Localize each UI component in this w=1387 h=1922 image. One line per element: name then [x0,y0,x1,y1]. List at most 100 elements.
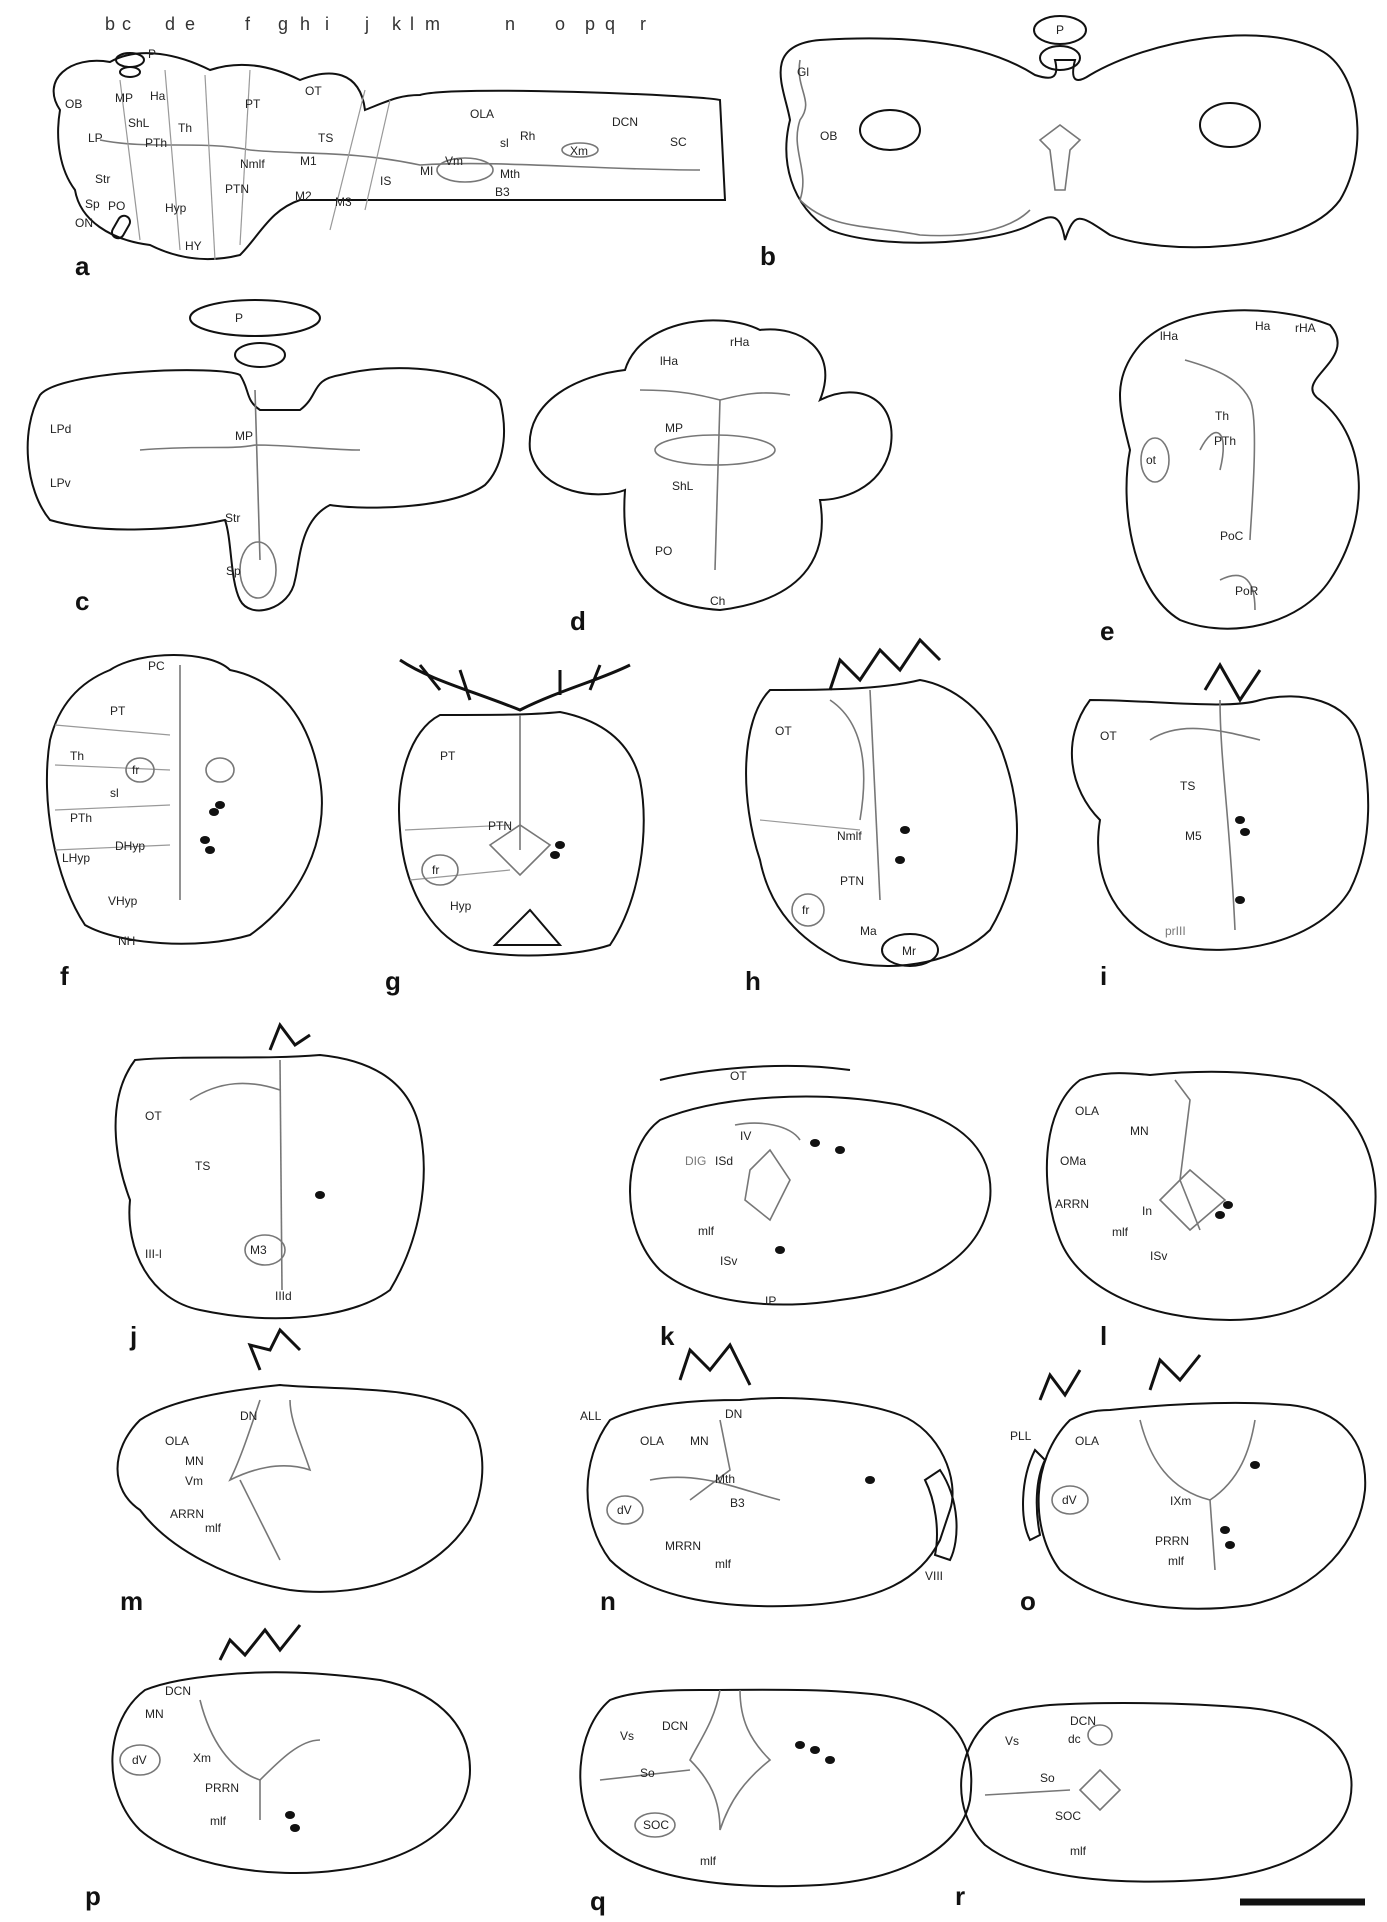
panel-r-labels: Vs DCN dc So SOC mlf [1005,1714,1096,1858]
panel-c-labels: P LPd LPv MP Str Sp [50,311,253,578]
region-label: dV [132,1753,147,1767]
region-label: PTh [1214,434,1236,448]
panel-a-labels: P OB MP Ha PT OT ShL LP Th TS OLA Rh DCN… [65,47,687,253]
region-label: VHyp [108,894,138,908]
region-label: lHa [1160,329,1178,343]
panel-letter: r [955,1881,965,1911]
region-label: OT [730,1069,747,1083]
level-letter: i [325,14,329,34]
region-label: mlf [1112,1225,1129,1239]
region-label: LPv [50,476,71,490]
region-label: Mth [715,1472,735,1486]
region-label: mlf [205,1521,222,1535]
region-label: III-l [145,1247,162,1261]
level-letter: k [392,14,402,34]
level-letter: n [505,14,515,34]
region-label: ISv [1150,1249,1167,1263]
panel-letter: m [120,1586,143,1616]
region-label: In [1142,1204,1152,1218]
region-label: Th [70,749,84,763]
region-label: PT [110,704,126,718]
region-label: MN [1130,1124,1149,1138]
panel-p: DCN MN dV Xm PRRN mlf p [85,1625,470,1911]
region-label: mlf [210,1814,227,1828]
region-label: B3 [495,185,510,199]
region-label: M3 [335,195,352,209]
level-letter: e [185,14,195,34]
panel-letter: i [1100,961,1107,991]
panel-c: P LPd LPv MP Str Sp c [28,300,504,616]
region-label: PO [108,199,125,213]
region-label: rHa [730,335,750,349]
region-label: MN [690,1434,709,1448]
level-letter: o [555,14,565,34]
region-label: mlf [700,1854,717,1868]
panel-h: OT Nmlf PTN fr Ma Mr h [745,640,1017,996]
region-label: Str [95,172,110,186]
region-label: ShL [128,116,150,130]
region-label: So [1040,1771,1055,1785]
region-label: dV [617,1503,632,1517]
level-letter: j [364,14,369,34]
region-label: M3 [250,1243,267,1257]
region-label: DN [240,1409,257,1423]
region-label: MP [115,91,133,105]
region-label: OLA [1075,1434,1099,1448]
region-label: MN [185,1454,204,1468]
region-label: ISd [715,1154,733,1168]
region-label: ARRN [170,1507,204,1521]
region-label: Th [1215,409,1229,423]
region-label: fr [802,903,809,917]
panel-j-labels: OT TS M3 III-l IIId [145,1109,292,1303]
region-label: PTN [488,819,512,833]
level-letter: d [165,14,175,34]
panel-i: OT TS M5 prIII i [1072,665,1368,991]
region-label: MP [235,429,253,443]
panel-q-labels: Vs DCN So SOC mlf [620,1719,717,1868]
region-label: ARRN [1055,1197,1089,1211]
region-label: IXm [1170,1494,1191,1508]
region-label: Nmlf [837,829,862,843]
panel-g-labels: PT PTN fr Hyp [432,749,512,913]
panel-k: OT DIG IV ISd mlf ISv IP k [630,1066,990,1351]
region-label: LP [88,131,103,145]
region-label: Sp [85,197,100,211]
region-label: Ha [1255,319,1271,333]
panel-g: PT PTN fr Hyp g [385,660,644,996]
region-label: Rh [520,129,535,143]
panel-l-labels: OLA MN OMa ARRN In mlf ISv [1055,1104,1167,1263]
region-label: LHyp [62,851,90,865]
panel-m: DN OLA MN Vm ARRN mlf m [118,1330,483,1616]
region-label: MRRN [665,1539,701,1553]
region-label: So [640,1766,655,1780]
panel-letter: g [385,966,401,996]
panel-e-labels: Ha rHA lHa Th PTh ot PoC PoR [1146,319,1316,598]
region-label: NH [118,934,135,948]
region-label: OMa [1060,1154,1086,1168]
panel-p-labels: DCN MN dV Xm PRRN mlf [132,1684,239,1828]
panel-a-top-letters: b c d e f g h i j k l m n o p q r [105,14,646,34]
region-label: Vs [1005,1734,1019,1748]
region-label: OT [305,84,322,98]
level-letter: g [278,14,288,34]
region-label: ot [1146,453,1157,467]
panel-b: P Gl OB b [760,16,1357,271]
panel-q: Vs DCN So SOC mlf q [580,1690,971,1916]
region-label: Xm [193,1751,211,1765]
region-label: mlf [1070,1844,1087,1858]
region-label: Hyp [450,899,472,913]
region-label: DIG [685,1154,706,1168]
panel-k-labels: OT DIG IV ISd mlf ISv IP [685,1069,776,1308]
level-letter: f [245,14,251,34]
region-label: rHA [1295,321,1316,335]
panel-j: OT TS M3 III-l IIId j [116,1025,424,1351]
region-label: ISv [720,1254,737,1268]
region-label: Nmlf [240,157,265,171]
level-letter: l [410,14,414,34]
panel-h-labels: OT Nmlf PTN fr Ma Mr [775,724,916,958]
region-label: sl [110,786,119,800]
region-label: DN [725,1407,742,1421]
region-label: DCN [662,1719,688,1733]
region-label: B3 [730,1496,745,1510]
